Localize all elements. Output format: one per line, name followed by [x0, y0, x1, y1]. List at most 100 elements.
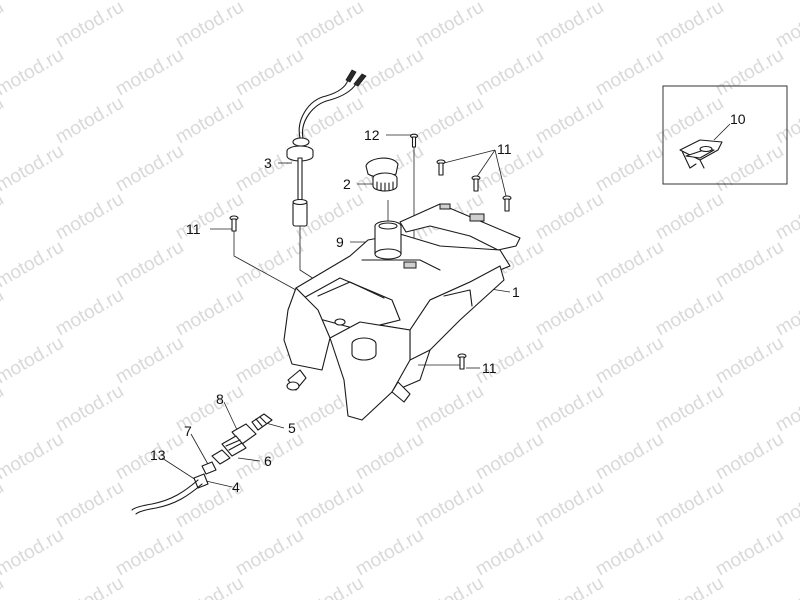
watermark-text: motod.ru [52, 477, 127, 533]
watermark-text: motod.ru [532, 93, 607, 149]
bolt-12 [409, 133, 419, 148]
watermark-text: motod.ru [172, 0, 247, 52]
watermark-text: motod.ru [652, 0, 727, 52]
watermark-text: motod.ru [532, 381, 607, 437]
watermark-text: motod.ru [232, 45, 307, 101]
bolt-11-c [502, 195, 512, 212]
watermark-text: motod.ru [472, 429, 547, 485]
callout-11-top: 11 [497, 141, 512, 157]
callout-6: 6 [264, 453, 272, 469]
callout-labels: 10 12 11 3 2 11 9 1 11 8 5 7 13 6 4 [150, 111, 746, 495]
fuel-level-sender-part-3 [286, 69, 367, 227]
watermark-text: motod.ru [112, 0, 187, 4]
watermark-text: motod.ru [0, 285, 7, 341]
watermark-text: motod.ru [232, 237, 307, 293]
watermark-text: motod.ru [232, 525, 307, 581]
watermark-text: motod.ru [592, 237, 667, 293]
watermark-text: motod.ru [652, 573, 727, 600]
bolt-11-left [229, 215, 239, 232]
watermark-text: motod.ru [112, 237, 187, 293]
watermark-text: motod.ru [592, 0, 667, 4]
watermark-text: motod.ru [772, 573, 800, 600]
watermark-text: motod.ru [52, 573, 127, 600]
watermark-text: motod.ru [712, 333, 787, 389]
fitting-part-5 [251, 413, 273, 431]
watermark-text: motod.ru [0, 429, 67, 485]
watermark-text: motod.ru [712, 0, 787, 4]
watermark-text: motod.ru [52, 189, 127, 245]
watermark-text: motod.ru [0, 45, 67, 101]
watermark-text: motod.ru [652, 381, 727, 437]
watermark-text: motod.ru [352, 45, 427, 101]
watermark-text: motod.ru [172, 93, 247, 149]
watermark-text: motod.ru [712, 525, 787, 581]
filler-cap-part-2 [365, 157, 399, 192]
watermark-text: motod.ru [0, 0, 67, 4]
watermark-text: motod.ru [172, 285, 247, 341]
watermark-text: motod.ru [52, 93, 127, 149]
watermark-text: motod.ru [112, 45, 187, 101]
callout-3: 3 [264, 155, 272, 171]
watermark-text: motod.ru [592, 333, 667, 389]
hose-clamp-part-4 [193, 473, 209, 489]
watermark-text: motod.ru [0, 0, 7, 52]
watermark-text: motod.ru [712, 429, 787, 485]
bolt-11-a [436, 159, 446, 176]
watermark-text: motod.ru [0, 333, 67, 389]
watermark-text: motod.ru [592, 525, 667, 581]
watermark-text: motod.ru [412, 0, 487, 52]
callout-12: 12 [364, 127, 380, 143]
watermark-text: motod.ru [0, 381, 7, 437]
watermark-text: motod.ru [0, 189, 7, 245]
watermark-text: motod.ru [652, 189, 727, 245]
watermark-text: motod.ru [472, 0, 547, 4]
watermark-text: motod.ru [712, 45, 787, 101]
watermark-text: motod.ru [52, 381, 127, 437]
watermark-text: motod.ru [532, 285, 607, 341]
callout-2: 2 [343, 176, 351, 192]
watermark-text: motod.ru [292, 573, 367, 600]
watermark-text: motod.ru [412, 93, 487, 149]
fuel-hose-part-13 [131, 479, 203, 515]
watermark-text: motod.ru [112, 141, 187, 197]
watermark-text: motod.ru [52, 285, 127, 341]
watermark-text: motod.ru [292, 477, 367, 533]
callout-13: 13 [150, 447, 166, 463]
callout-1: 1 [512, 284, 520, 300]
watermark-text: motod.ru [0, 93, 7, 149]
callout-9: 9 [336, 234, 344, 250]
callout-4: 4 [232, 479, 240, 495]
inset-box [662, 85, 788, 185]
watermark-text: motod.ru [652, 477, 727, 533]
callout-11-left: 11 [186, 221, 201, 237]
clip-part-10 [679, 139, 723, 169]
callout-10: 10 [730, 111, 746, 127]
callout-8: 8 [216, 391, 224, 407]
watermark-text: motod.ru [532, 189, 607, 245]
callout-5: 5 [288, 420, 296, 436]
watermark-text: motod.ru [352, 0, 427, 4]
watermark-text: motod.ru [172, 573, 247, 600]
watermark-text: motod.ru [592, 429, 667, 485]
watermark-text: motod.ru [292, 0, 367, 52]
watermark-text: motod.ru [0, 477, 7, 533]
bolt-11-b [471, 175, 481, 192]
watermark-text: motod.ru [472, 45, 547, 101]
watermark-text: motod.ru [352, 525, 427, 581]
bolt-11-right [457, 353, 467, 370]
watermark-text: motod.ru [712, 141, 787, 197]
watermark-text: motod.ru [412, 381, 487, 437]
hose-clamp-part-7 [201, 461, 217, 475]
watermark-text: motod.ru [232, 0, 307, 4]
watermark-text: motod.ru [652, 285, 727, 341]
watermark-text: motod.ru [112, 525, 187, 581]
callout-7: 7 [184, 423, 192, 439]
watermark-text: motod.ru [472, 525, 547, 581]
watermark-text: motod.ru [532, 0, 607, 52]
watermark-text: motod.ru [352, 429, 427, 485]
fuel-valve-part-6 [211, 423, 257, 465]
watermark-text: motod.ru [412, 573, 487, 600]
watermark-text: motod.ru [712, 237, 787, 293]
watermark-text: motod.ru [532, 573, 607, 600]
